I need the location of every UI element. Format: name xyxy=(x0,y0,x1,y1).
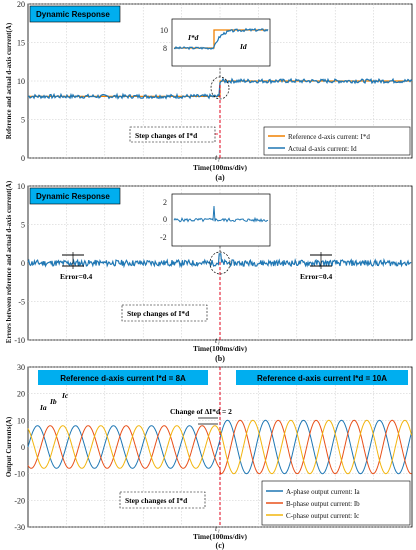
panel-b-ylabel: Errors between reference and actual d-ax… xyxy=(5,180,13,343)
panel-b-ytick-label: 0 xyxy=(21,259,25,268)
panel-a-inset: 10 8 I*d Id xyxy=(160,18,271,67)
panel-a-legend xyxy=(263,126,411,156)
panel-c-step-box xyxy=(119,491,206,509)
panel-b-time-marker: t₁ xyxy=(215,336,220,345)
panel-b-inset-tick-m2: -2 xyxy=(160,233,167,242)
panel-c-ytick-label: 0 xyxy=(21,443,25,452)
panel-a-header xyxy=(29,5,121,23)
panel-b-inset: 2 0 -2 xyxy=(160,193,271,247)
panel-a-ytick-label: 15 xyxy=(17,39,25,48)
panel-a-inset-tick-8: 8 xyxy=(163,44,167,53)
panel-b-step-label: Step changes of I*d xyxy=(127,309,190,318)
panel-b-inset-tick-2: 2 xyxy=(163,198,167,207)
panel-a-legend-act-label: Actual d-axis current: Id xyxy=(288,145,357,153)
panel-c-phase-c-label: Ic xyxy=(61,391,69,400)
panel-a-inset-act-label: Id xyxy=(239,42,247,51)
panel-c-ytick-label: 30 xyxy=(17,363,25,372)
panel-a-legend-ref-label: Reference d-axis current: I*d xyxy=(288,133,370,141)
panel-b-ticks: -10 -5 0 5 10 xyxy=(14,182,25,345)
panel-c-xlabel: Time(100ms/div) xyxy=(193,532,248,541)
panel-c-ref-after: Reference d-axis current I*d = 10A xyxy=(257,374,387,383)
panel-c-caption: (c) xyxy=(216,541,225,550)
panel-c-ytick-label: -20 xyxy=(14,496,25,505)
panel-c-ytick-label: -30 xyxy=(14,523,25,532)
panel-c-ytick-label: 10 xyxy=(17,416,25,425)
panel-c-ticks: 30 20 10 0 -10 -20 -30 xyxy=(14,363,25,532)
panel-b-error-line xyxy=(27,253,412,269)
panel-b-ytick-label: 5 xyxy=(21,221,25,230)
panel-b-ytick-label: -10 xyxy=(14,336,25,345)
panel-c-change-label: Change of ΔI*d = 2 xyxy=(170,407,232,416)
panel-b-error-right-label: Error=0.4 xyxy=(300,272,333,281)
panel-c-legend-c-label: C-phase output current: Ic xyxy=(286,512,359,520)
panel-a: 0 5 10 15 20 Dynamic Response 10 8 I*d Id St… xyxy=(5,0,413,182)
panel-b-ytick-label: 10 xyxy=(17,182,25,191)
panel-a-inset-ref-label: I*d xyxy=(187,33,199,42)
panel-a-ytick-label: 0 xyxy=(21,154,25,163)
panel-c-ylabel: Output Currents(A) xyxy=(5,416,13,477)
panel-c-phase-a-label: Ia xyxy=(39,403,47,412)
panel-c-time-marker: t₁ xyxy=(215,524,220,533)
panel-c-legend-b-label: B-phase output current: Ib xyxy=(286,500,360,508)
panel-a-xlabel: Time(100ms/div) xyxy=(193,163,248,172)
panel-a-ytick-label: 10 xyxy=(17,77,25,86)
panel-a-ytick-label: 20 xyxy=(17,0,25,9)
panel-b-title: Dynamic Response xyxy=(36,192,110,201)
panel-c-ytick-label: -10 xyxy=(14,470,25,479)
panel-a-inset-frame xyxy=(171,18,271,67)
panel-a-inset-actual xyxy=(173,27,269,51)
panel-b-ytick-label: -5 xyxy=(18,298,25,307)
panel-a-step-label: Step changes of I*d xyxy=(135,131,198,140)
panel-a-ylabel: Reference and actual d-axis current(A) xyxy=(5,22,13,139)
panel-b-error-left-label: Error=0.4 xyxy=(60,272,93,281)
panel-a-ytick-label: 5 xyxy=(21,116,25,125)
panel-b-xlabel: Time(100ms/div) xyxy=(193,344,248,353)
panel-c-step-label: Step changes of I*d xyxy=(125,496,188,505)
panel-c-phase-b-label: Ib xyxy=(49,397,57,406)
panel-a-caption: (a) xyxy=(215,173,225,182)
panel-a-title: Dynamic Response xyxy=(36,10,110,19)
panel-a-actual-line xyxy=(27,77,413,100)
panel-c: 30 20 10 0 -10 -20 -30 Reference d-axis curren… xyxy=(5,363,413,550)
panel-a-step-box xyxy=(129,126,216,143)
panel-a-time-marker: t₁ xyxy=(215,153,220,162)
panel-c-ref-before: Reference d-axis current I*d = 8A xyxy=(60,374,186,383)
panel-c-ref-before-header xyxy=(38,370,208,385)
panel-b-header xyxy=(29,187,121,205)
panel-c-ref-after-header xyxy=(236,370,408,385)
panel-b-caption: (b) xyxy=(215,354,225,363)
panel-b: -10 -5 0 5 10 Dynamic Response 2 0 -2 Error=… xyxy=(5,180,413,363)
panel-c-ytick-label: 20 xyxy=(17,390,25,399)
panel-c-legend-a-label: A-phase output current: Ia xyxy=(286,488,361,496)
panel-c-legend xyxy=(261,480,411,526)
panel-b-inset-tick-0: 0 xyxy=(163,215,167,224)
panel-b-step-box xyxy=(121,304,208,322)
panel-a-ticks: 0 5 10 15 20 xyxy=(17,0,25,163)
panel-b-inset-error xyxy=(173,205,269,223)
panel-a-inset-tick-10: 10 xyxy=(160,26,168,35)
